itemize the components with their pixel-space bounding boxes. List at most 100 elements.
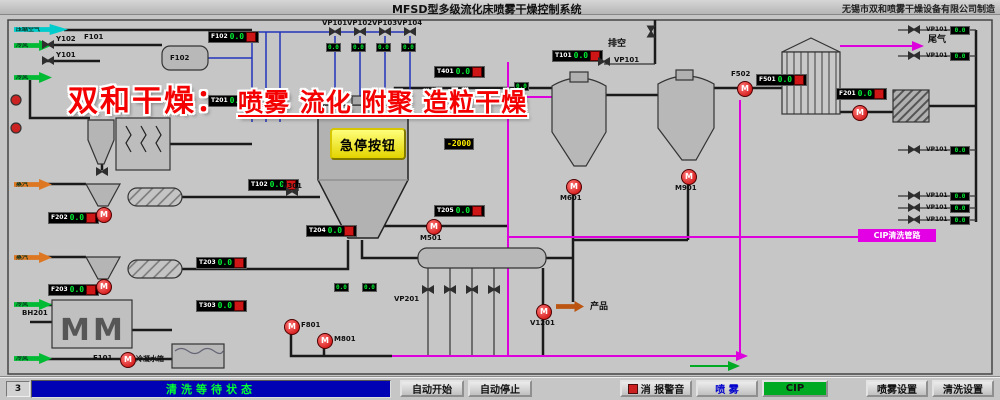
valve-icon[interactable] — [488, 285, 500, 294]
fluid-bed[interactable] — [417, 247, 547, 269]
display-value: 0.0 — [229, 32, 245, 41]
pump-icon[interactable]: M — [96, 279, 112, 295]
valve-icon[interactable] — [422, 285, 434, 294]
valve-label: VP101 — [926, 26, 948, 33]
green-arrowhead — [728, 361, 740, 371]
pump-label: M901 — [675, 184, 697, 192]
pump-icon[interactable]: M — [96, 207, 112, 223]
alarm-badge — [86, 285, 97, 295]
clean-settings-button[interactable]: 清洗设置 — [932, 380, 994, 397]
auto-stop-button[interactable]: 自动停止 — [468, 380, 532, 397]
cyclone-b-inlet — [675, 69, 694, 81]
esp-element — [125, 125, 132, 153]
flow-arrow-label: 蒸汽 — [16, 253, 29, 261]
mute-alarm-button[interactable]: 消 报警音 — [620, 380, 692, 397]
valve-icon[interactable] — [444, 285, 456, 294]
flow-arrow-label: 冷风 — [16, 300, 29, 308]
flow-arrow-label: 冷风 — [16, 73, 29, 81]
alarm-badge — [472, 206, 483, 216]
pump-icon[interactable]: M — [536, 304, 552, 320]
valve-icon[interactable] — [908, 191, 920, 200]
display-value: 0.0 — [229, 96, 245, 105]
alarm-badge — [246, 32, 257, 42]
bag-house[interactable] — [51, 299, 133, 349]
spray-button[interactable]: 喷 雾 — [696, 380, 758, 397]
pump-label: F101 — [93, 354, 113, 362]
alarm-badge — [286, 180, 297, 190]
heater-2[interactable] — [127, 259, 183, 279]
cyclone-a[interactable] — [551, 77, 607, 167]
alarm-badge — [590, 51, 601, 61]
pump-icon[interactable]: M — [852, 105, 868, 121]
emergency-stop-button[interactable]: 急停按钮 — [330, 128, 406, 160]
valve-icon[interactable] — [329, 27, 341, 36]
value-display: 0.0 — [334, 283, 349, 292]
pump-icon[interactable]: M — [681, 169, 697, 185]
display-tag: T205 — [437, 207, 454, 214]
pump-icon[interactable]: M — [284, 319, 300, 335]
page-title: MFSD型多级流化床喷雾干燥控制系统 — [391, 3, 582, 16]
valve-label: VP101 — [926, 192, 948, 199]
valve-icon[interactable] — [96, 167, 108, 176]
display-tag: T201 — [211, 97, 228, 104]
valve-icon[interactable] — [598, 57, 610, 66]
valve-icon[interactable] — [908, 51, 920, 60]
valve-icon[interactable] — [379, 27, 391, 36]
spray-settings-button[interactable]: 喷雾设置 — [866, 380, 928, 397]
display-tag: T401 — [437, 68, 454, 75]
cyclone-b[interactable] — [657, 75, 715, 161]
alarm-badge — [246, 96, 257, 106]
display-value: 0.0 — [455, 206, 471, 215]
valve-icon[interactable] — [466, 285, 478, 294]
valve-icon[interactable] — [908, 145, 920, 154]
equipment-label: VP104 — [397, 19, 423, 27]
equipment-label: V301 — [282, 182, 303, 190]
auto-start-button[interactable]: 自动开始 — [400, 380, 464, 397]
pump-icon[interactable]: M — [426, 219, 442, 235]
valve-icon[interactable] — [908, 215, 920, 224]
pump-icon[interactable]: M — [566, 179, 582, 195]
cip-button[interactable]: CIP — [762, 380, 828, 397]
cyclone-separator[interactable] — [87, 119, 115, 165]
status-message: 清洗等待状态 — [31, 380, 391, 398]
mute-alarm-button-label: 消 报警音 — [640, 385, 685, 396]
clean-settings-button-label: 清洗设置 — [943, 385, 983, 396]
display-value: 0.0 — [328, 43, 339, 51]
heater-1[interactable] — [127, 187, 183, 207]
valve-icon[interactable] — [354, 27, 366, 36]
value-display: 0.0 — [376, 43, 391, 52]
valve-icon[interactable] — [42, 40, 54, 49]
esp-box[interactable] — [115, 117, 171, 171]
flow-arrow: 蒸汽 — [14, 252, 52, 263]
display-tag: F501 — [759, 76, 776, 83]
water-line — [174, 347, 224, 355]
auto-start-button-label: 自动开始 — [412, 385, 452, 396]
valve-icon[interactable] — [404, 27, 416, 36]
equipment-label: Y102 — [56, 35, 76, 43]
feeder-1[interactable] — [84, 183, 122, 207]
gauge-1 — [10, 94, 22, 106]
valve-icon[interactable] — [286, 187, 298, 196]
fan-f102[interactable] — [161, 45, 209, 71]
feeder-2[interactable] — [84, 256, 122, 280]
pump-icon[interactable]: M — [120, 352, 136, 368]
pump-icon[interactable]: M — [317, 333, 333, 349]
equipment-label: 产品 — [590, 302, 609, 312]
flow-arrow: 压缩空气 — [14, 24, 68, 35]
valve-label: VP101 — [926, 146, 948, 153]
valve-icon[interactable] — [908, 25, 920, 34]
pump-icon[interactable]: M — [737, 81, 753, 97]
display-value: 0.0 — [777, 75, 793, 84]
valve-icon[interactable] — [42, 56, 54, 65]
valve-icon[interactable] — [647, 26, 656, 38]
alarm-badge — [234, 301, 245, 311]
flow-arrow-label: 冷风 — [16, 41, 29, 49]
spray-button-label: 喷 雾 — [715, 385, 739, 396]
flow-arrow: 冷风 — [14, 353, 52, 364]
valve-icon[interactable] — [908, 203, 920, 212]
filter-box[interactable] — [892, 89, 930, 123]
